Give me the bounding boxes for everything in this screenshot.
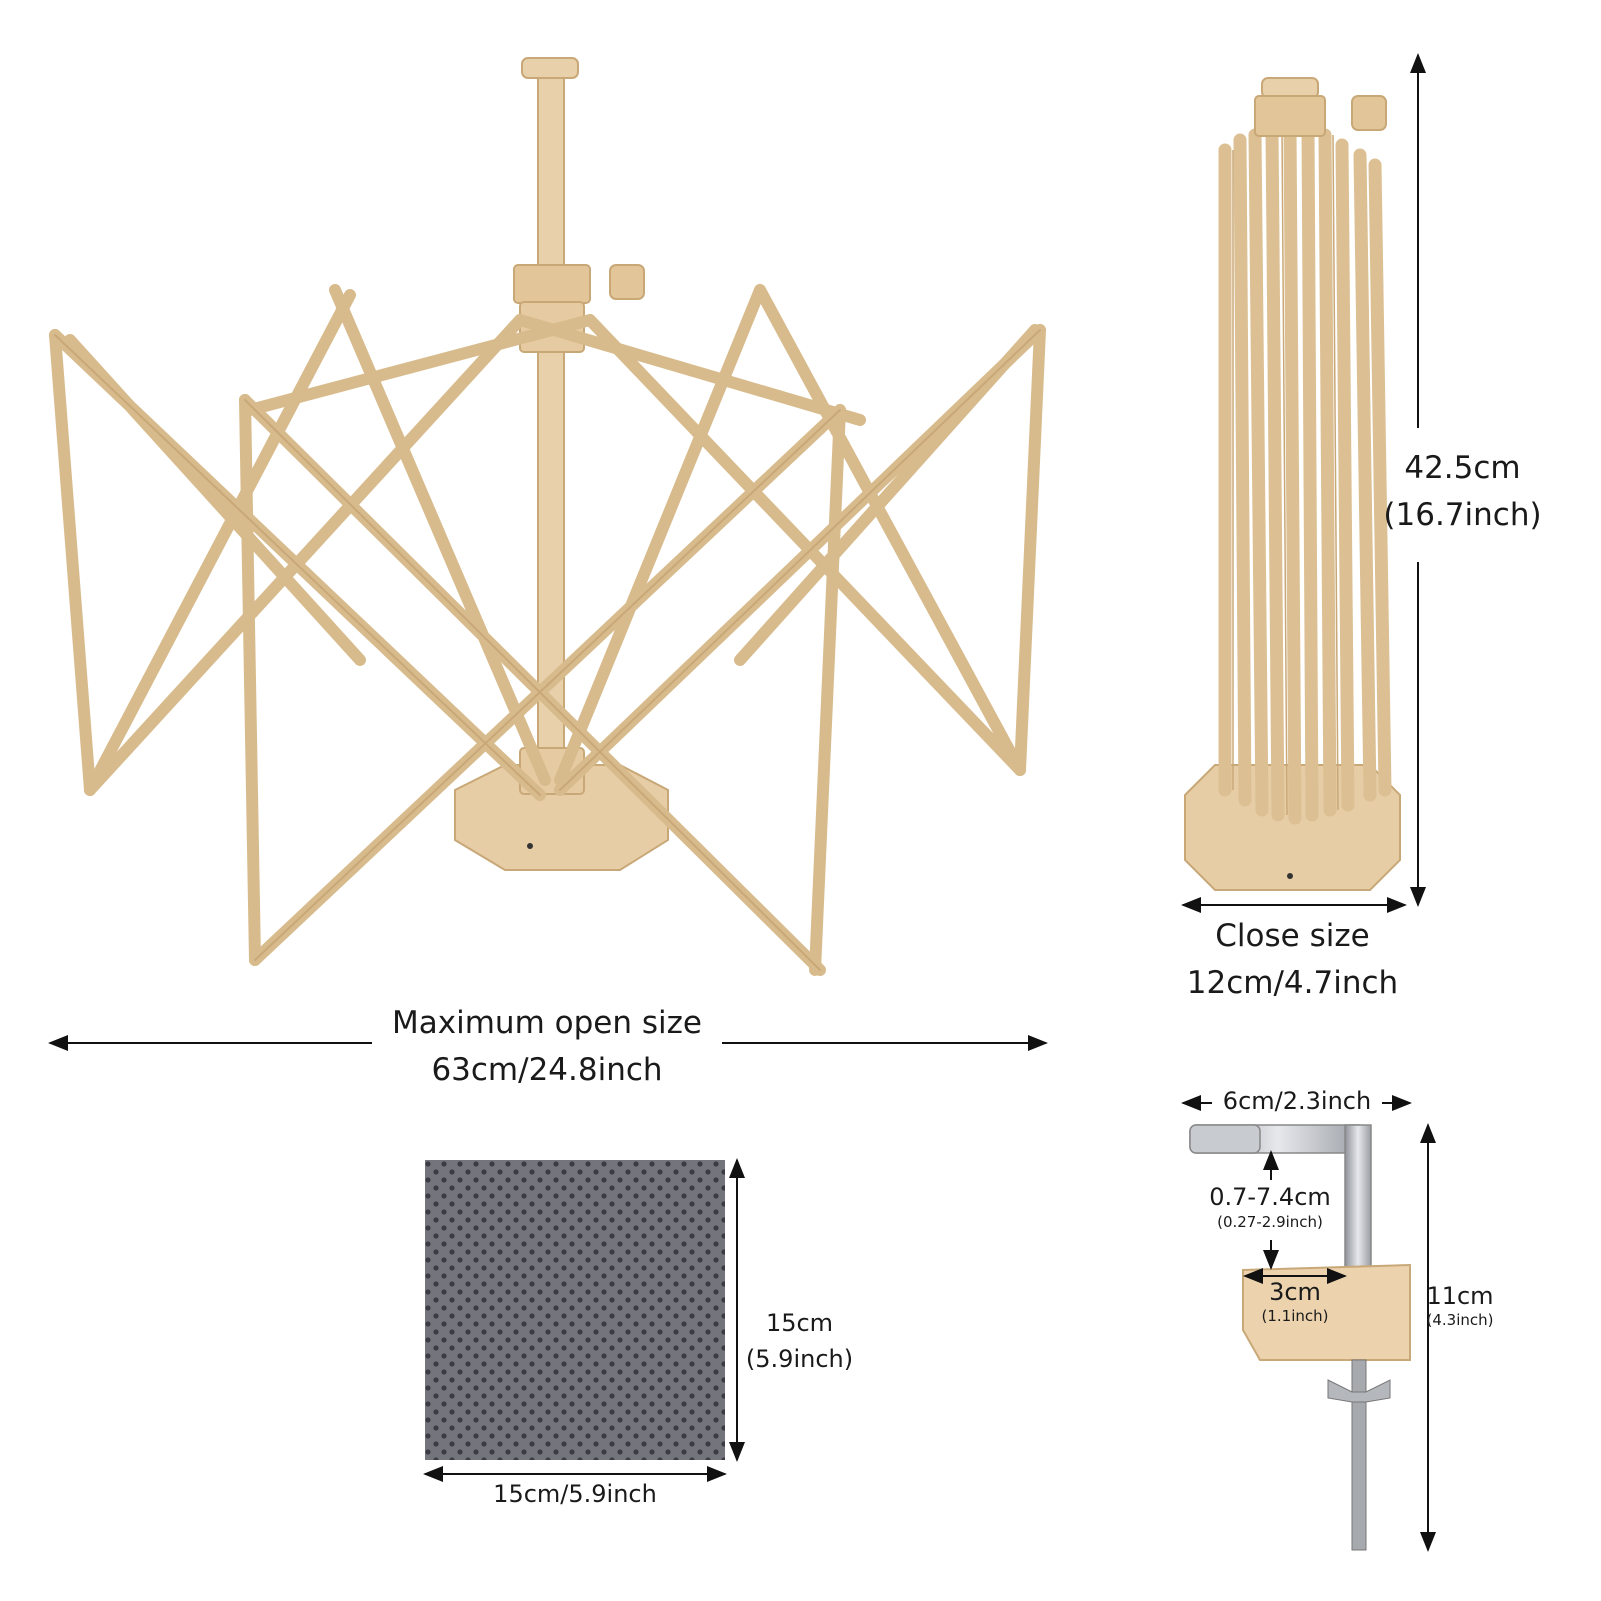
close-size-label: Close size 12cm/4.7inch — [1170, 913, 1415, 1006]
clamp-opening-in: (0.27-2.9inch) — [1217, 1213, 1323, 1232]
closed-height-in: (16.7inch) — [1383, 496, 1542, 533]
clamp-height-cm: 11cm — [1426, 1282, 1494, 1310]
non-slip-pad — [425, 1160, 725, 1460]
open-size-label: Maximum open size 63cm/24.8inch — [372, 1000, 722, 1093]
close-size-value: 12cm/4.7inch — [1186, 964, 1399, 1001]
closed-height-cm: 42.5cm — [1404, 450, 1521, 486]
clamp-block-cm: 3cm — [1269, 1278, 1321, 1306]
open-size-title: Maximum open size — [392, 1005, 702, 1041]
pad-height-label: 15cm (5.9inch) — [742, 1305, 857, 1377]
clamp-opening-label: 0.7-7.4cm (0.27-2.9inch) — [1190, 1182, 1350, 1233]
pad-height-in: (5.9inch) — [745, 1345, 854, 1373]
closed-yarn-swift — [1184, 77, 1401, 891]
pad-width-label: 15cm/5.9inch — [493, 1480, 657, 1508]
clamp-height-in: (4.3inch) — [1426, 1310, 1494, 1329]
pad-height-cm: 15cm — [765, 1309, 834, 1337]
open-yarn-swift — [49, 57, 1046, 976]
clamp-block-label: 3cm (1.1inch) — [1245, 1278, 1345, 1326]
close-size-title: Close size — [1215, 918, 1370, 954]
swift-knob — [609, 264, 645, 300]
pad-dimensions — [423, 1158, 745, 1482]
closed-height-label: 42.5cm (16.7inch) — [1370, 445, 1555, 538]
open-size-value: 63cm/24.8inch — [431, 1051, 663, 1088]
clamp-opening-cm: 0.7-7.4cm — [1209, 1183, 1331, 1211]
clamp-width-label: 6cm/2.3inch — [1212, 1083, 1382, 1119]
clamp-height-label: 11cm (4.3inch) — [1415, 1282, 1505, 1330]
clamp-block-in: (1.1inch) — [1261, 1306, 1329, 1325]
table-clamp — [1189, 1124, 1411, 1551]
